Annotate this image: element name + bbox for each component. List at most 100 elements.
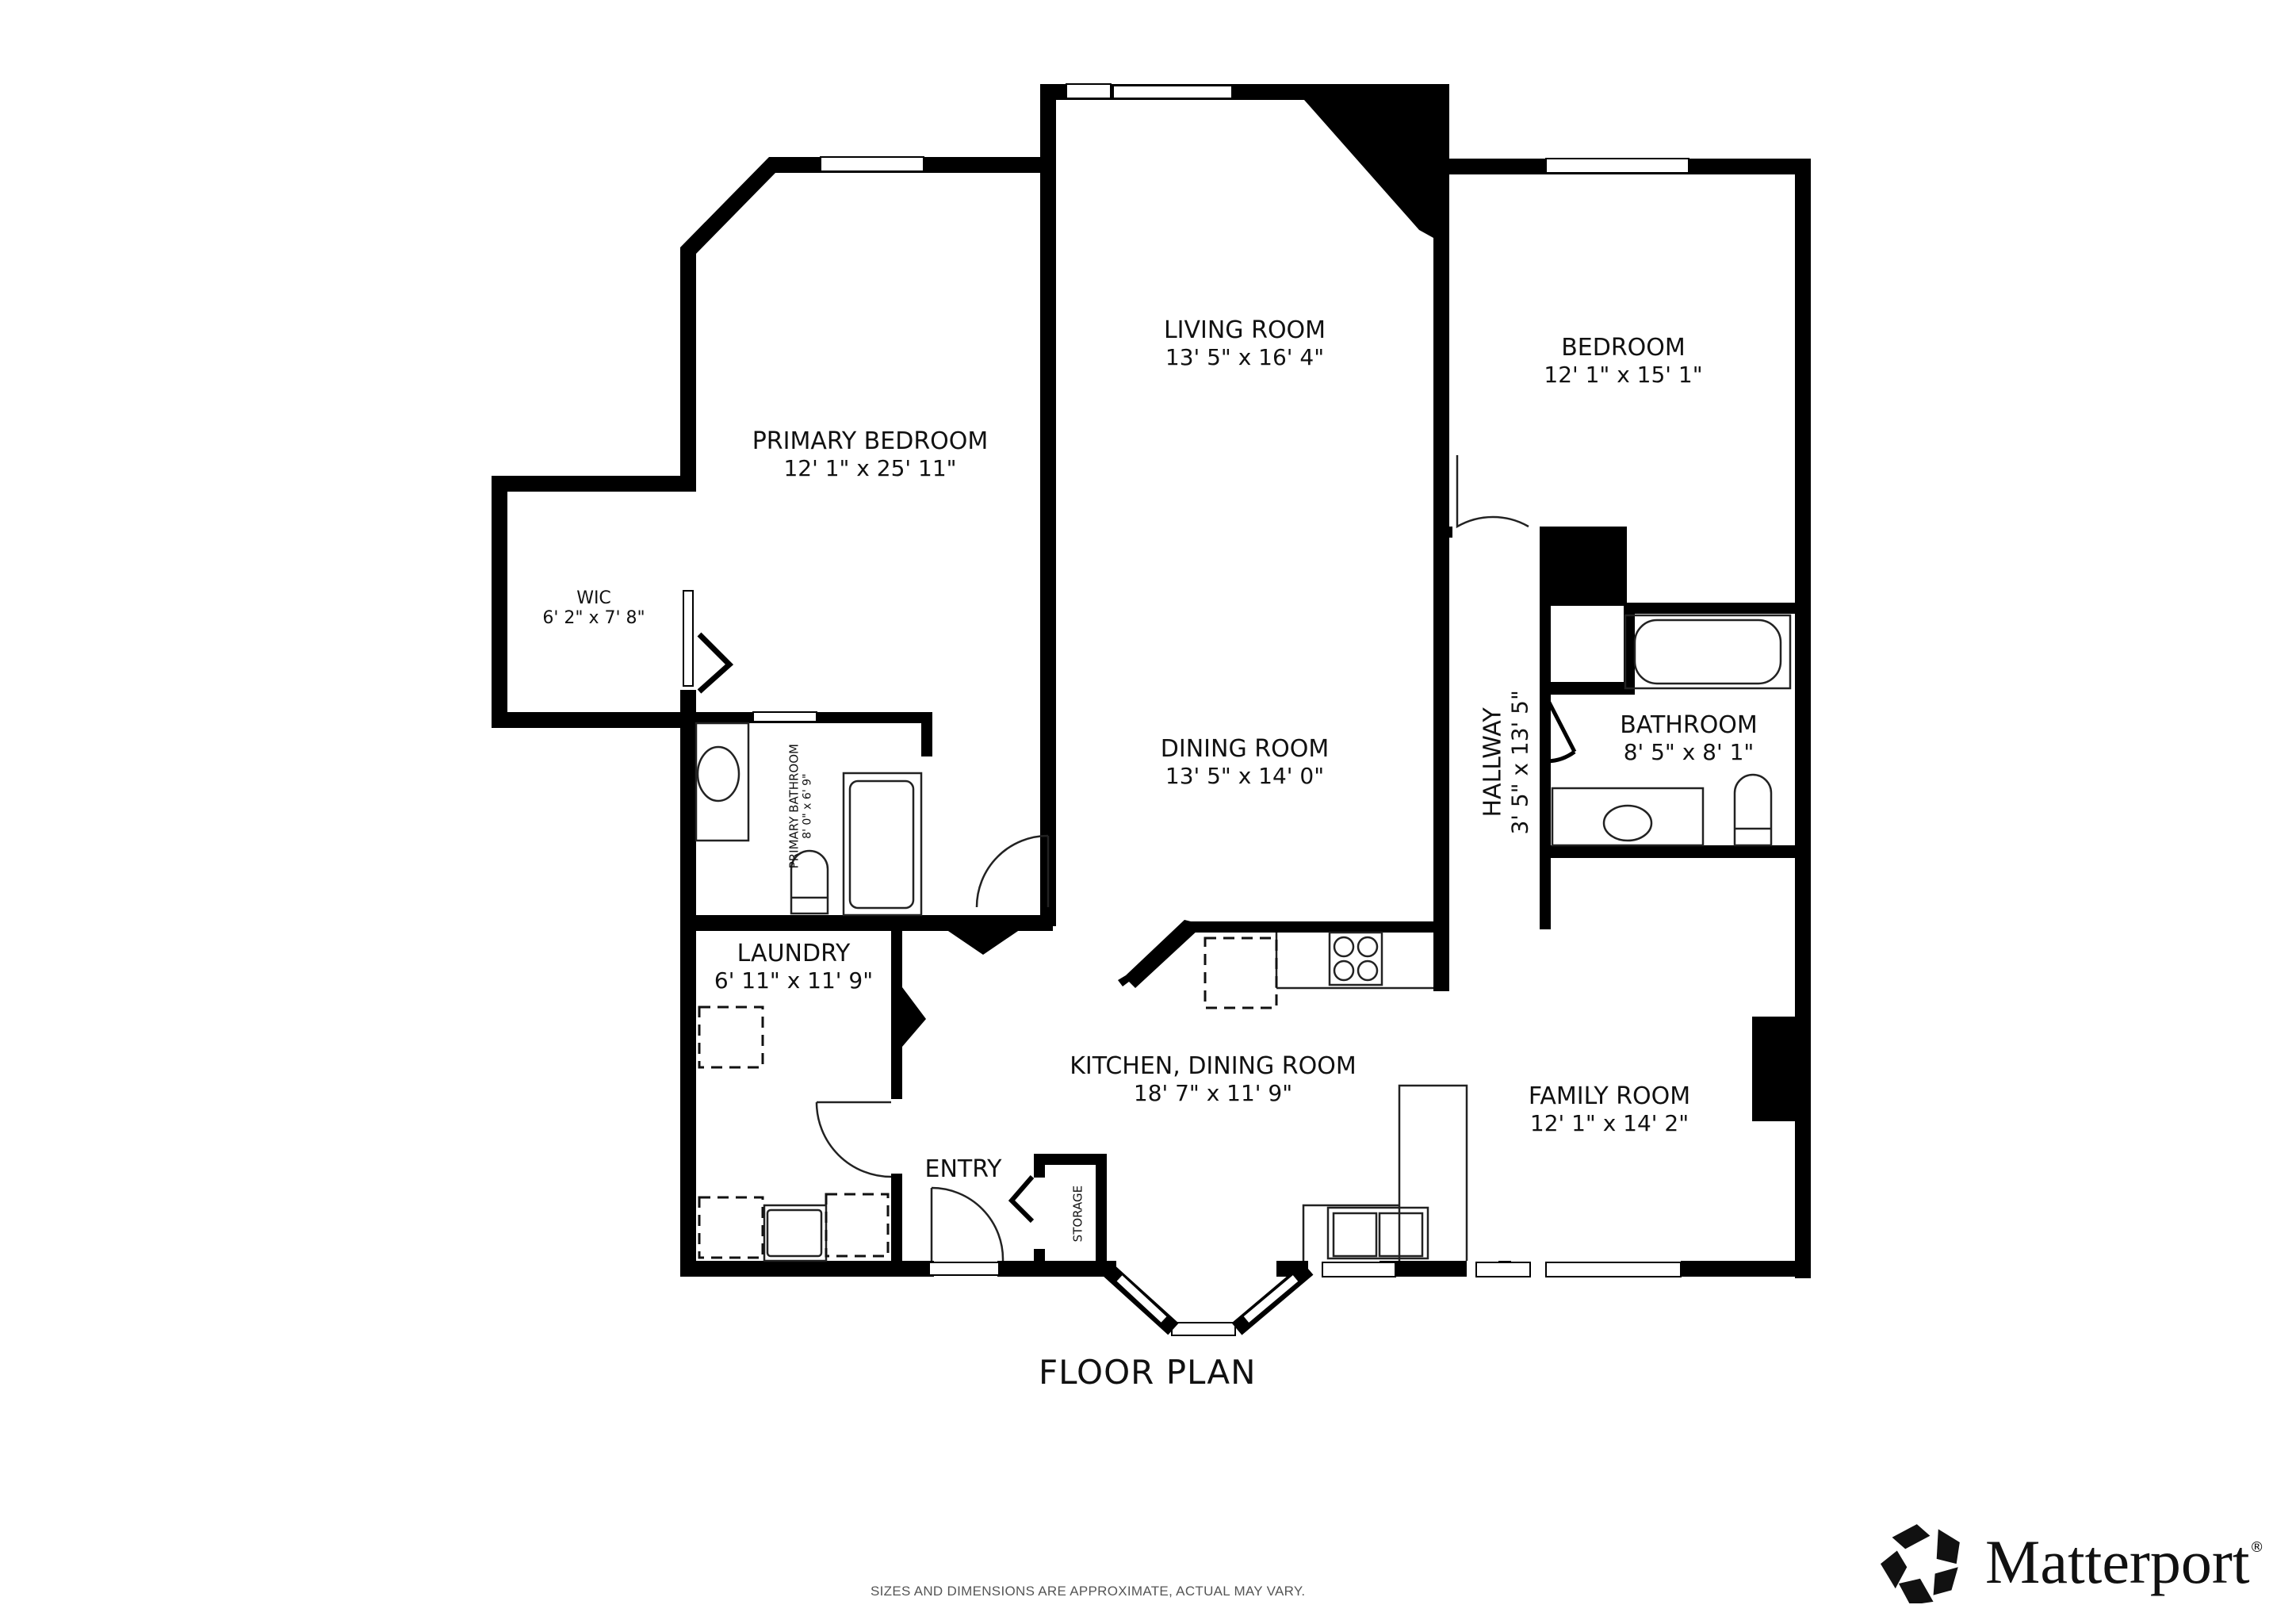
- door-swing-primary: [975, 834, 1050, 908]
- double-sink: [1326, 1206, 1429, 1260]
- windows: [683, 83, 1689, 1336]
- room-label-wic: WIC 6' 2" x 7' 8": [507, 588, 680, 629]
- room-label-living-room: LIVING ROOM 13' 5" x 16' 4": [1054, 316, 1435, 370]
- window-primary-top: [820, 156, 924, 172]
- room-dims: 8' 0" x 6' 9": [801, 773, 814, 839]
- walls: [492, 84, 1811, 1278]
- window-living-top-2: [1112, 85, 1233, 99]
- wall-closet-bottom: [1546, 682, 1635, 695]
- wall-left-outer: [680, 712, 696, 1277]
- vanity-primary-bath: [695, 722, 750, 842]
- vanity-bathroom: [1551, 787, 1705, 847]
- room-dims: 13' 5" x 16' 4": [1165, 343, 1325, 370]
- room-name: LAUNDRY: [737, 940, 851, 967]
- wall-laundry-notch: [902, 987, 926, 1047]
- door-entry-opening: [928, 1262, 1000, 1276]
- room-name: LIVING ROOM: [1163, 316, 1326, 344]
- wall-hall-right: [1540, 527, 1551, 929]
- brand-name: Matterport®: [1985, 1527, 2264, 1596]
- window-family-1: [1322, 1262, 1396, 1277]
- wall-kitchen-top: [1191, 921, 1446, 933]
- appliance-dryer: [825, 1193, 890, 1258]
- wall-closet-right: [1624, 603, 1635, 695]
- wall-pbath-bottom: [680, 915, 1053, 931]
- registered-mark: ®: [2249, 1539, 2264, 1556]
- room-name: WIC: [576, 588, 611, 608]
- room-dims: 18' 7" x 11' 9": [1133, 1079, 1293, 1106]
- wall-storage-top: [1034, 1154, 1105, 1165]
- room-dims: 8' 5" x 8' 1": [1623, 738, 1755, 765]
- wall-laundry-right-lower: [891, 1174, 902, 1277]
- fireplace-block: [1752, 1017, 1797, 1121]
- room-name: ENTRY: [924, 1155, 1002, 1183]
- wall-wic-bottom: [492, 712, 696, 728]
- appliance-fridge: [1203, 936, 1278, 1009]
- wall-bedroom-bottom-left: [1433, 527, 1452, 538]
- room-label-dining-room: DINING ROOM 13' 5" x 14' 0": [1054, 735, 1435, 789]
- plan-title: FLOOR PLAN: [1039, 1353, 1257, 1392]
- sink-bathroom: [1602, 804, 1653, 842]
- door-bath: [1545, 698, 1577, 764]
- room-dims: 6' 11" x 11' 9": [714, 967, 874, 994]
- window-bedroom-top: [1545, 158, 1689, 174]
- room-name: HALLWAY: [1479, 707, 1507, 818]
- room-name: BATHROOM: [1620, 711, 1758, 739]
- door-storage: [1008, 1175, 1035, 1224]
- wall-kitchen-angled: [1118, 920, 1199, 988]
- wall-living-corner-fill: [1304, 100, 1449, 238]
- laundry-sink: [763, 1204, 828, 1262]
- wall-primary-bedroom-right: [1040, 157, 1056, 926]
- room-dims: 3' 5" x 13' 5": [1506, 690, 1533, 835]
- door-swing-laundry: [815, 1101, 892, 1178]
- window-bay-center: [1171, 1322, 1236, 1336]
- room-dims: 13' 5" x 14' 0": [1165, 762, 1325, 789]
- fixtures: [695, 455, 1792, 1262]
- wall-living-right: [1433, 159, 1449, 991]
- wall-bottom-entry: [997, 1261, 1116, 1277]
- wall-pbath-right: [921, 712, 932, 756]
- wall-kitchen-corner: [943, 928, 1023, 955]
- door-wic-opening: [683, 590, 694, 687]
- wall-wic-left: [492, 476, 507, 728]
- door-wic: [697, 632, 734, 694]
- room-name: KITCHEN, DINING ROOM: [1070, 1052, 1357, 1080]
- door-swing-bedroom: [1456, 455, 1529, 529]
- wall-bottom-right-d: [1681, 1261, 1811, 1277]
- wall-storage-right: [1096, 1154, 1107, 1277]
- bathtub-bathroom: [1624, 614, 1792, 690]
- appliance-washer: [698, 1196, 764, 1259]
- appliance-laundry-top: [698, 1005, 764, 1069]
- wall-family-top: [1540, 845, 1811, 856]
- room-label-laundry: LAUNDRY 6' 11" x 11' 9": [696, 940, 891, 994]
- window-pbath-top: [752, 711, 817, 722]
- room-label-primary-bedroom: PRIMARY BEDROOM 12' 1" x 25' 11": [714, 427, 1027, 481]
- window-living-top-1: [1066, 83, 1112, 99]
- wall-kitchen-right-stub: [1433, 921, 1445, 985]
- room-dims: 12' 1" x 25' 11": [783, 454, 957, 481]
- wall-bathroom-top: [1627, 603, 1811, 614]
- wall-bottom-right-b: [1380, 1261, 1467, 1277]
- room-dims: 12' 1" x 15' 1": [1544, 361, 1703, 388]
- wall-living-left-top: [1040, 84, 1056, 171]
- room-label-primary-bathroom: PRIMARY BATHROOM 8' 0" x 6' 9": [786, 735, 814, 878]
- room-label-bathroom: BATHROOM 8' 5" x 8' 1": [1586, 711, 1792, 765]
- room-label-hallway: HALLWAY 3' 5" x 13' 5": [1479, 659, 1533, 865]
- room-name: DINING ROOM: [1160, 735, 1330, 763]
- brand-logo: Matterport®: [1881, 1521, 2264, 1603]
- room-label-family-room: FAMILY ROOM 12' 1" x 14' 2": [1490, 1082, 1728, 1136]
- room-label-storage: STORAGE: [1070, 1166, 1085, 1262]
- wall-laundry-right: [891, 923, 902, 1099]
- toilet-primary-bath: [790, 849, 829, 915]
- sink-primary-bath: [696, 745, 740, 802]
- room-label-kitchen-dining: KITCHEN, DINING ROOM 18' 7" x 11' 9": [999, 1052, 1427, 1106]
- kitchen-counter: [1302, 1084, 1468, 1261]
- wall-bottom-left: [680, 1261, 934, 1277]
- wall-storage-left-bot: [1034, 1249, 1045, 1273]
- appliances: [698, 936, 1278, 1259]
- window-family-2: [1475, 1262, 1531, 1277]
- room-label-bedroom: BEDROOM 12' 1" x 15' 1": [1451, 334, 1796, 388]
- wall-wic-top: [492, 476, 696, 492]
- window-family-3: [1545, 1262, 1682, 1277]
- door-swing-entry: [930, 1186, 1004, 1262]
